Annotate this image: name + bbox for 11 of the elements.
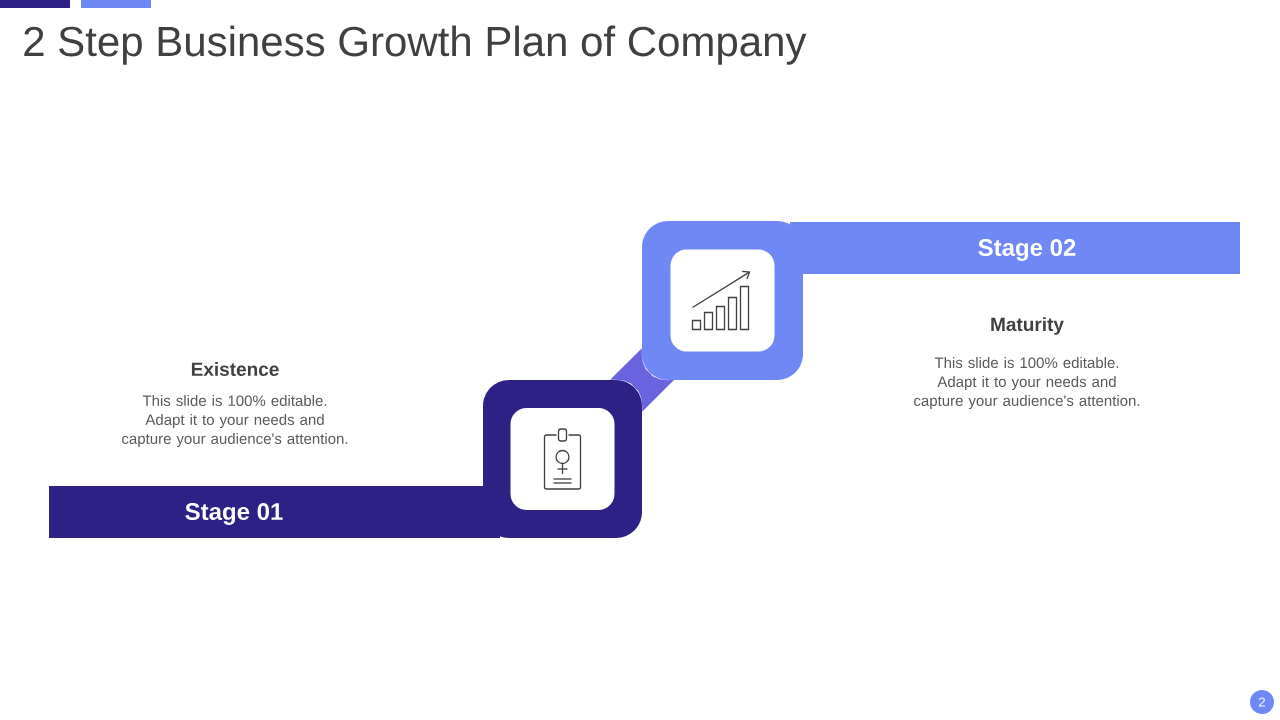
connector-band bbox=[610, 348, 675, 412]
slide-title: 2 Step Business Growth Plan of Company bbox=[24, 25, 807, 65]
node-label: Stage 01 bbox=[185, 503, 283, 525]
description-text: This slide is 100% editable. Adapt it to your needs and capture your audience's attention. bbox=[122, 395, 348, 447]
description-text: This slide is 100% editable. Adapt it to your needs and capture your audience's attention. bbox=[914, 357, 1140, 409]
page-number: 2 bbox=[1250, 690, 1274, 714]
stage-banner: Stage 02 bbox=[790, 222, 1240, 274]
stage-heading: Maturity bbox=[991, 317, 1064, 335]
node-label: Stage 02 bbox=[978, 239, 1076, 261]
stage-heading: Existence bbox=[191, 362, 279, 376]
stage-banner: Stage 01 bbox=[49, 486, 500, 538]
